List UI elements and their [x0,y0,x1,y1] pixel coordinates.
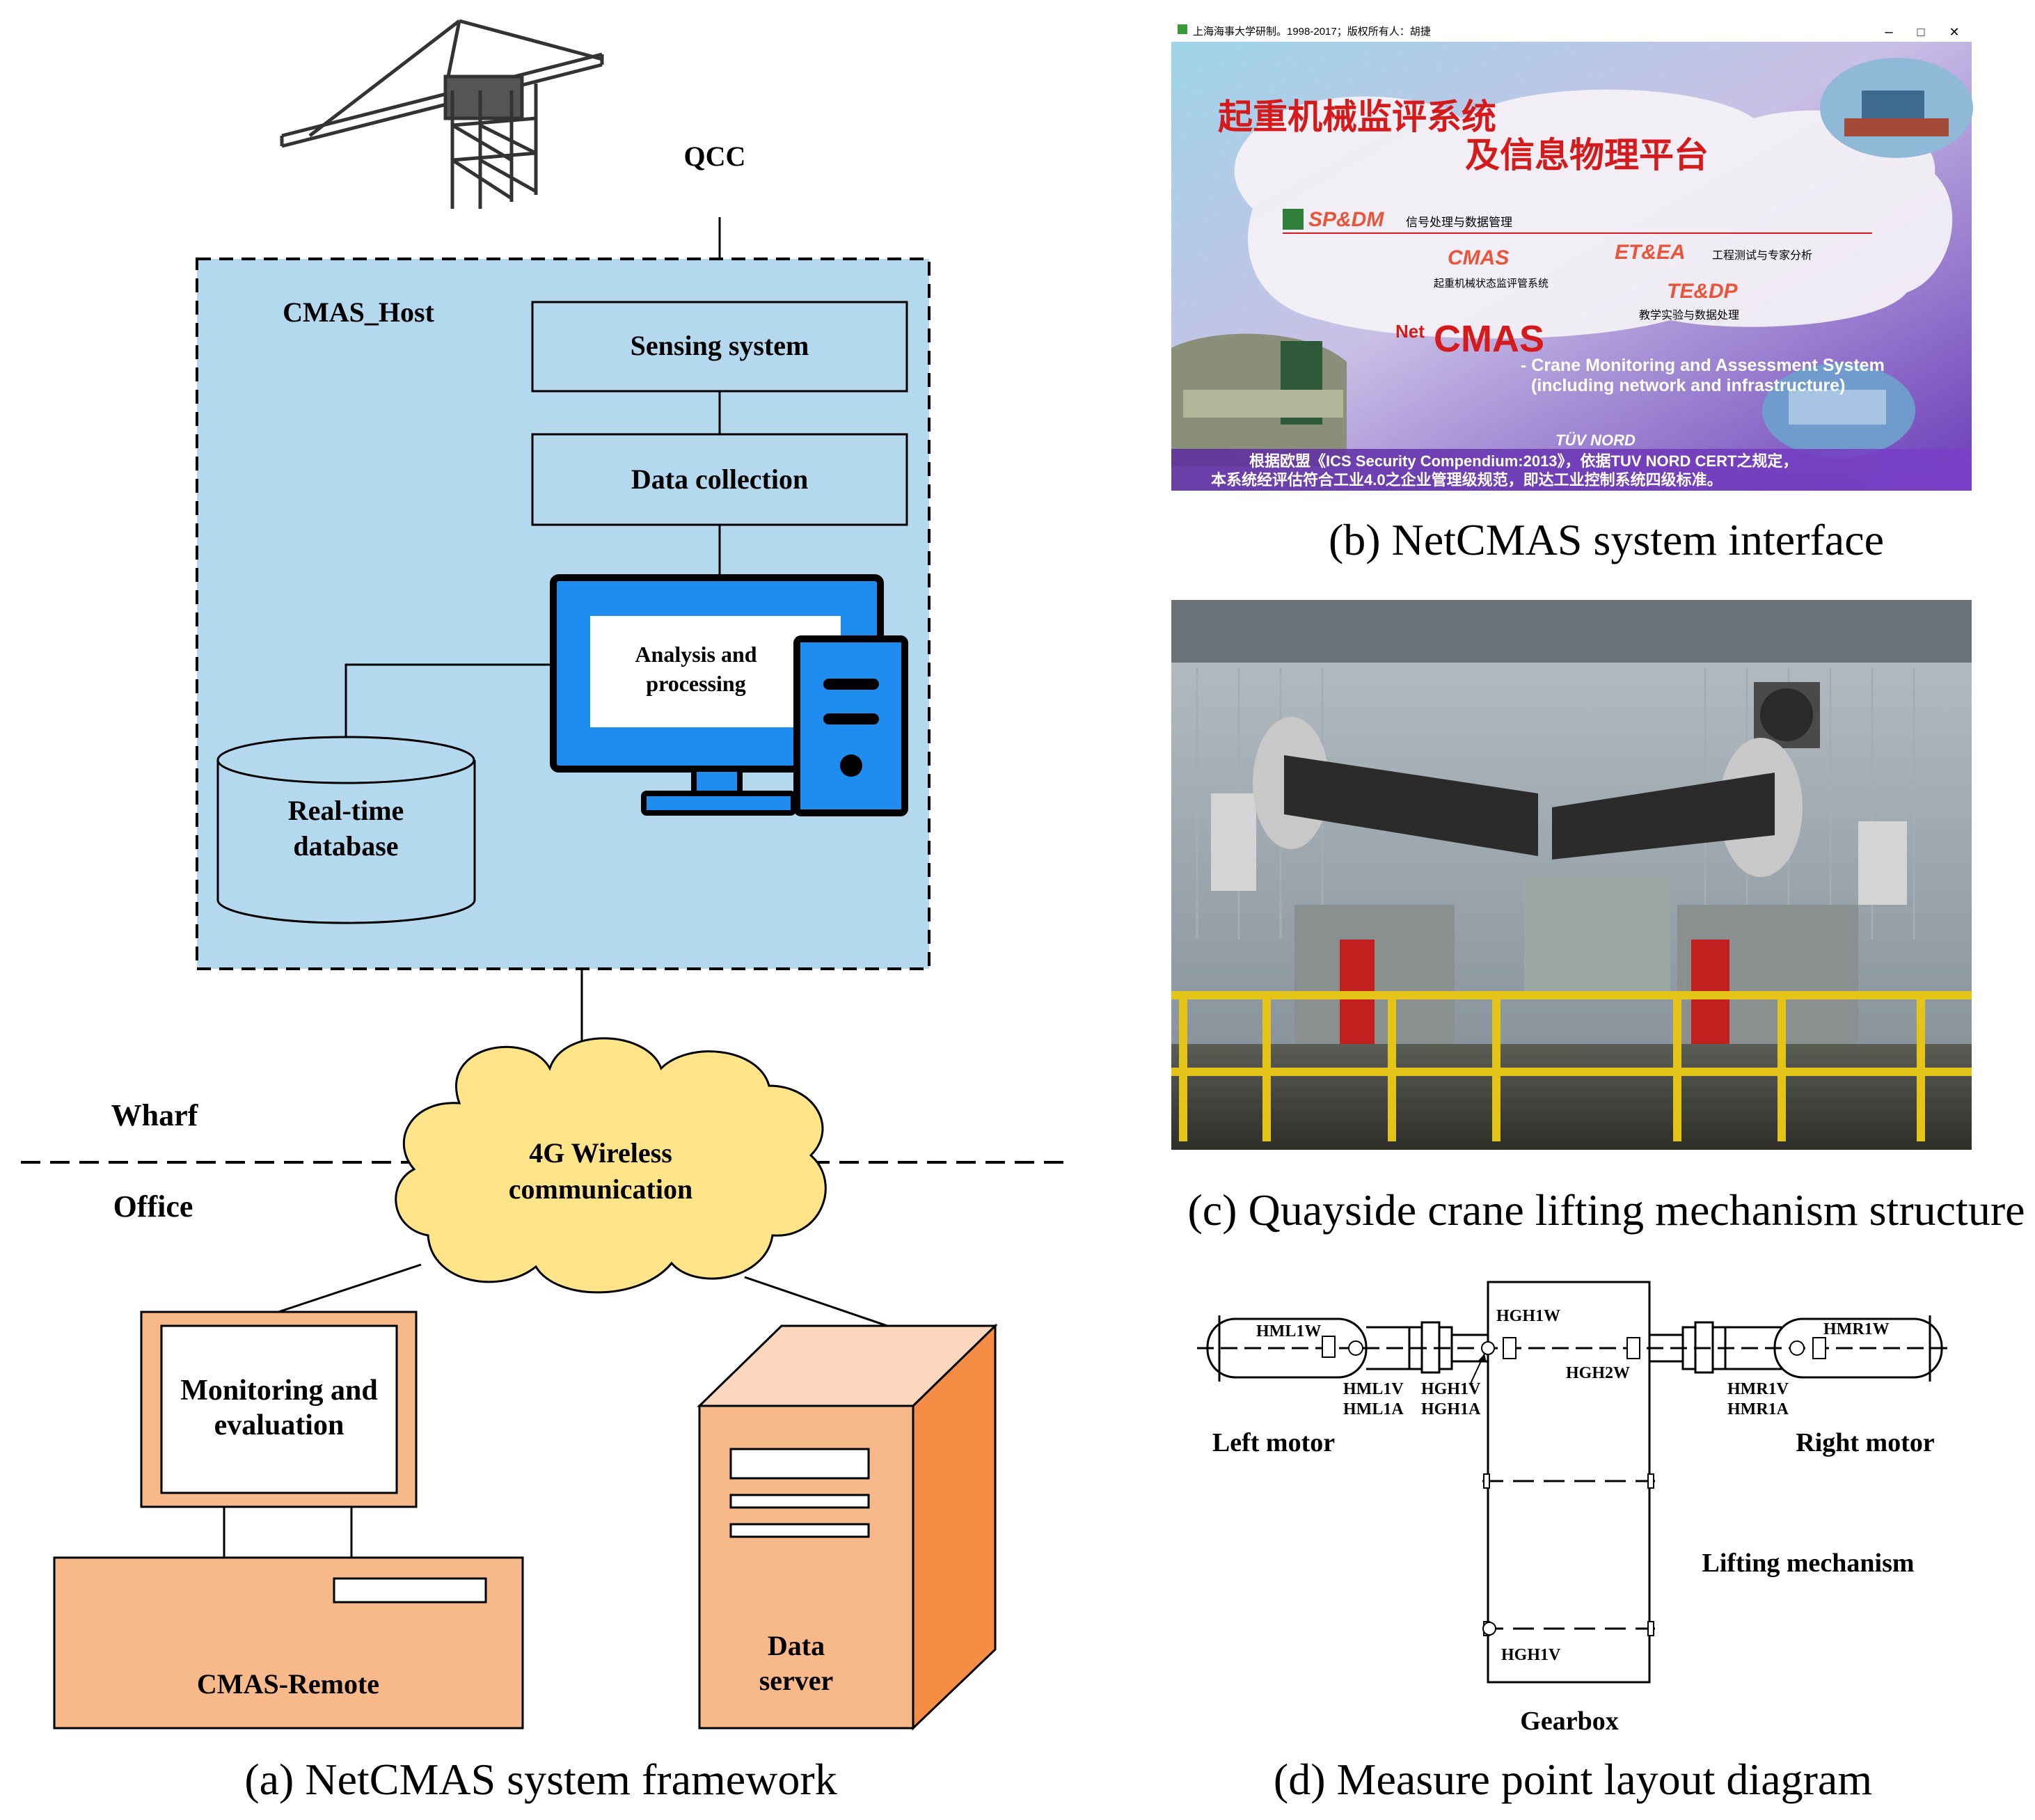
et-ea-desc: 工程测试与专家分析 [1712,249,1812,262]
office-label: Office [113,1189,193,1224]
cmas-module-label: CMAS [1448,246,1509,269]
hmr1v-sensor [1789,1340,1805,1356]
sp-dm-label: SP&DM [1308,208,1384,231]
hgh2w-label: HGH2W [1566,1364,1630,1382]
splash-cloud-panel [1234,89,1953,339]
footer-line2: 本系统经评估符合工业4.0之企业管理级规范，即达工业控制系统四级标准。 [1211,471,1723,489]
splash-subtitle-line1: - Crane Monitoring and Assessment System [1521,356,1885,375]
window-titlebar [1171,19,1972,42]
te-dp-label: TE&DP [1667,280,1739,303]
database-label-line2: database [293,830,398,862]
crane-photo-thumbnail [1171,333,1347,466]
caption-c: (c) Quayside crane lifting mechanism str… [1187,1185,2025,1235]
panel-a-framework: QCC CMAS_Host Sensing system Data collec… [21,19,1065,1804]
data-collection-label: Data collection [631,464,808,495]
window-title: 上海海事大学研制。1998-2017；版权所有人：胡捷 [1193,26,1431,38]
net-prefix: Net [1395,321,1425,342]
left-cooling-grille [1211,793,1256,891]
maximize-button[interactable]: □ [1917,25,1925,39]
quay-crane-icon [280,19,604,209]
right-cooling-grille [1858,821,1907,905]
right-motor-body [1773,1315,1943,1382]
cmas-remote-computer [53,1311,524,1730]
hgh1v-bottom-label: HGH1V [1501,1646,1561,1664]
hgh1v-top-label: HGH1V [1421,1380,1481,1398]
hgh1a-label: HGH1A [1421,1400,1481,1418]
caption-b: (b) NetCMAS system interface [1329,515,1884,564]
splash-title-line2: 及信息物理平台 [1465,136,1709,175]
right-motor-label: Right motor [1796,1428,1935,1457]
hml1w-label: HML1W [1256,1322,1321,1340]
close-button[interactable]: ✕ [1949,25,1959,39]
hgh2w-sensor [1626,1337,1640,1359]
sp-dm-desc: 信号处理与数据管理 [1406,216,1512,229]
data-collection-box [531,433,908,526]
gearbox-label: Gearbox [1520,1707,1618,1736]
hmr1w-sensor [1812,1337,1826,1359]
cmas-module-desc: 起重机械状态监评管系统 [1434,278,1549,290]
panel-d-measure-layout: HML1W HML1V HML1A HGH1W HGH2W HGH1V HGH1… [1197,1281,1949,1804]
panel-c-photo: (c) Quayside crane lifting mechanism str… [1171,600,2025,1235]
database-label-line1: Real-time [288,795,404,826]
hmr1v-label: HMR1V [1727,1380,1789,1398]
left-motor-body [1206,1315,1409,1382]
hml1v-sensor [1348,1340,1363,1356]
monitor-label-line1: Monitoring and [180,1375,378,1407]
qcc-label: QCC [684,141,746,172]
monitor-label-line2: evaluation [214,1409,345,1441]
sp-dm-icon [1283,209,1304,230]
hml1v-label: HML1V [1343,1380,1404,1398]
wireless-cloud [395,1037,827,1294]
lifting-mechanism-label: Lifting mechanism [1702,1549,1914,1578]
hml1a-label: HML1A [1343,1400,1404,1418]
hgh1v-bottom-sensor [1482,1622,1496,1636]
hmr1w-label: HMR1W [1823,1320,1890,1338]
cmas-host-label: CMAS_Host [283,296,434,328]
hgh1w-sensor [1503,1337,1517,1359]
caption-d: (d) Measure point layout diagram [1274,1755,1872,1804]
minimize-button[interactable]: – [1885,24,1893,40]
realtime-database-cylinder [216,736,476,924]
cloud-label-line2: communication [509,1173,692,1205]
splash-subtitle-line2: (including network and infrastructure) [1531,376,1845,395]
hml1w-sensor [1322,1336,1336,1358]
app-icon [1178,24,1187,34]
gearbox-housing [1524,877,1670,995]
tuv-nord-logo: TÜV NORD [1555,432,1636,449]
splash-title-line1: 起重机械监评系统 [1218,97,1496,136]
hmr1a-label: HMR1A [1727,1400,1789,1418]
left-motor-label: Left motor [1212,1428,1335,1457]
et-ea-label: ET&EA [1615,241,1686,264]
infrastructure-photo-thumbnail [1762,363,1915,458]
computer-icon [550,574,908,816]
yellow-safety-railing [1171,991,1972,1141]
server-label-line1: Data [768,1630,825,1661]
cmas-remote-label: CMAS-Remote [197,1668,379,1700]
data-server-icon [697,1323,998,1731]
wharf-label: Wharf [111,1098,199,1132]
splash-footer-band [1171,449,1972,491]
caption-a: (a) NetCMAS system framework [244,1755,837,1804]
analysis-label-line1: Analysis and [635,642,757,667]
sensing-system-label: Sensing system [631,330,809,361]
right-coupling [1649,1321,1782,1374]
footer-line1: 根据欧盟《ICS Security Compendium:2013》，依据TUV… [1249,452,1798,470]
netcmas-logo-text: CMAS [1434,318,1544,360]
ship-photo-thumbnail [1820,58,1973,158]
hgh1v-top-sensor [1481,1341,1495,1355]
cloud-label-line1: 4G Wireless [529,1137,672,1169]
analysis-label-line2: processing [646,671,745,696]
server-label-line2: server [759,1665,834,1696]
hgh1w-label: HGH1W [1496,1307,1560,1325]
panel-b-interface: 上海海事大学研制。1998-2017；版权所有人：胡捷 – □ ✕ 起重机械监评… [1171,19,1973,564]
te-dp-desc: 教学实验与数据处理 [1639,309,1739,322]
